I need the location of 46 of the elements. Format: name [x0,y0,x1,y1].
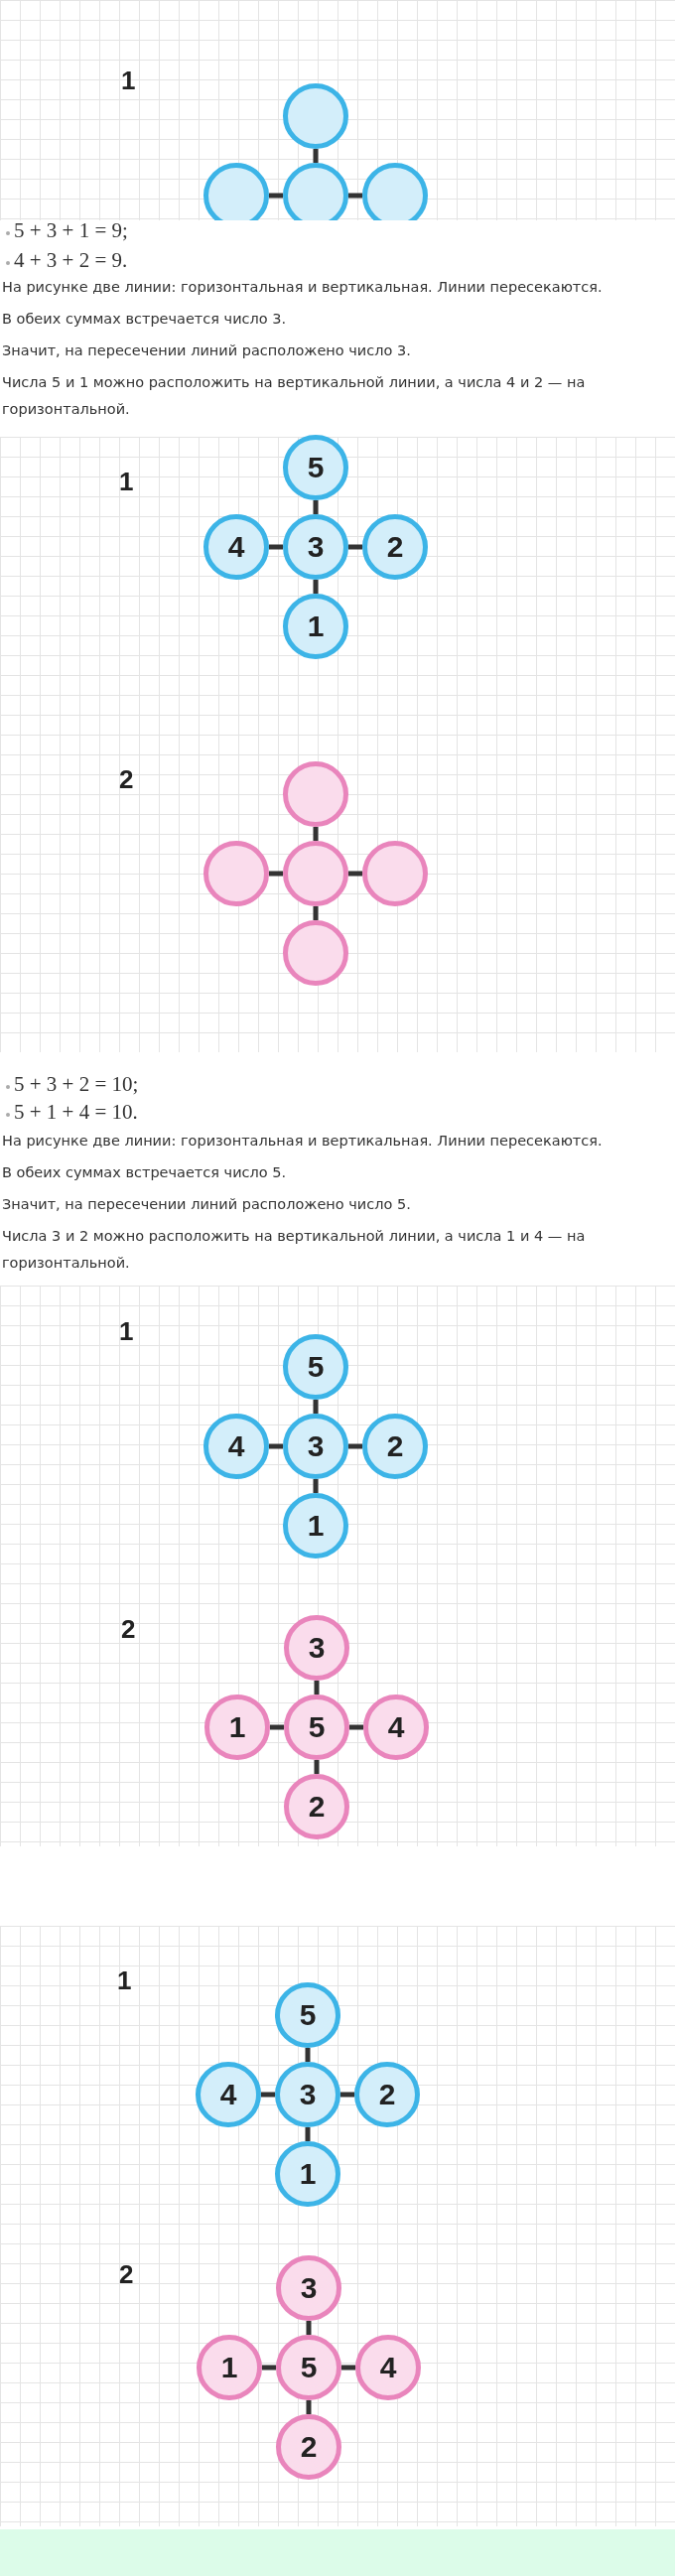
text-paragraph: Значит, на пересечении линий расположено число 5. [2,1195,412,1214]
connector-line [269,871,283,877]
connector-line [269,1443,283,1449]
connector-line [269,193,283,199]
connector-line [306,2321,312,2335]
connector-line [313,1479,319,1493]
figure-number: 2 [119,2259,134,2290]
connector-line [340,2092,354,2098]
text-paragraph: Числа 3 и 2 можно расположить на вертикальной линии, а числа 1 и 4 — на горизонтальной. [2,1227,587,1273]
connector-line [314,1760,320,1774]
text-paragraph: В обеих суммах встречается число 3. [2,310,288,329]
connector-line [261,2092,275,2098]
connector-line [348,193,362,199]
text-paragraph: На рисунке две линии: горизонтальная и вертикальная. Линии пересекаются. [2,278,604,297]
connector-line [313,149,319,163]
equation: 5 + 3 + 2 = 10; [14,1072,139,1097]
equation: 5 + 3 + 1 = 9; [14,218,128,243]
connector-line [314,1681,320,1695]
figure-number: 1 [117,1966,132,1996]
equation: 5 + 1 + 4 = 10. [14,1100,138,1125]
figure-number: 1 [119,467,134,497]
figure-number: 2 [119,764,134,795]
figure-number: 1 [121,66,136,96]
connector-line [305,2048,311,2062]
connector-line [348,544,362,550]
connector-line [305,2127,311,2141]
connector-line [269,544,283,550]
connector-line [270,1724,284,1730]
connector-line [313,1400,319,1414]
connector-line [349,1724,363,1730]
text-paragraph: В обеих суммах встречается число 5. [2,1163,288,1182]
figure-number: 2 [121,1614,136,1645]
connector-line [348,871,362,877]
text-paragraph: Значит, на пересечении линий расположено число 3. [2,341,412,360]
connector-line [313,906,319,920]
connector-line [306,2400,312,2414]
text-paragraph: Числа 5 и 1 можно расположить на вертикальной линии, а числа 4 и 2 — на горизонтальной. [2,373,587,419]
connector-line [341,2365,355,2371]
connector-line [313,500,319,514]
connector-line [262,2365,276,2371]
connector-line [313,580,319,594]
text-paragraph: На рисунке две линии: горизонтальная и вертикальная. Линии пересекаются. [2,1132,604,1151]
equation: 4 + 3 + 2 = 9. [14,248,128,273]
figure-number: 1 [119,1316,134,1347]
connector-line [313,827,319,841]
connector-line [348,1443,362,1449]
